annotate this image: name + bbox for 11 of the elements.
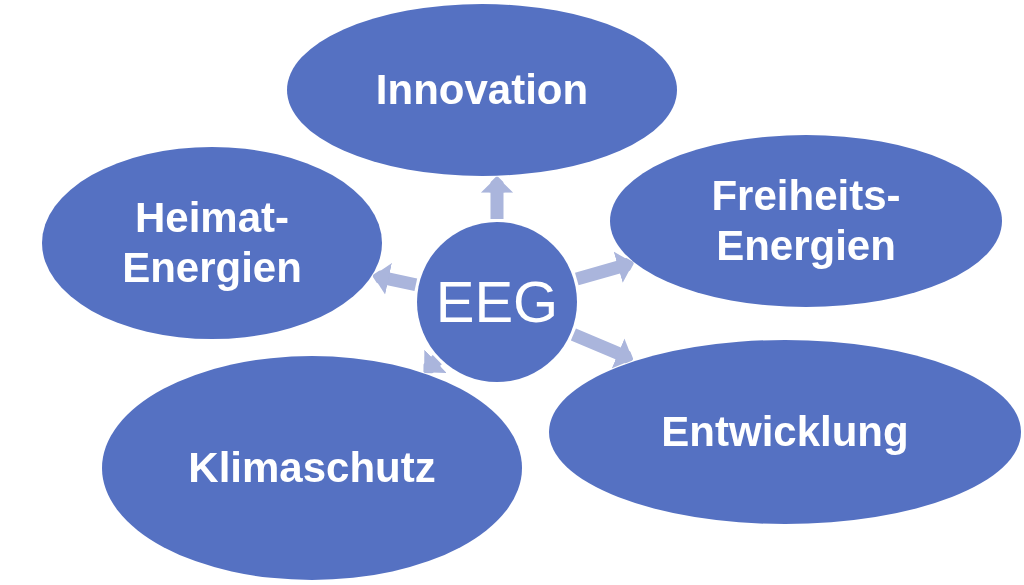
block-arrow <box>372 263 418 295</box>
node-label: Entwicklung <box>660 406 910 457</box>
node-label: Freiheits- Energien <box>710 170 902 271</box>
block-arrow <box>423 349 447 374</box>
node-label: EEG <box>434 268 560 337</box>
node-label: Innovation <box>374 64 590 115</box>
block-arrow <box>570 328 634 369</box>
node-label: Klimaschutz <box>187 442 437 493</box>
node-label: Heimat- Energien <box>121 192 303 293</box>
block-arrow <box>575 251 635 286</box>
block-arrow <box>480 176 514 219</box>
